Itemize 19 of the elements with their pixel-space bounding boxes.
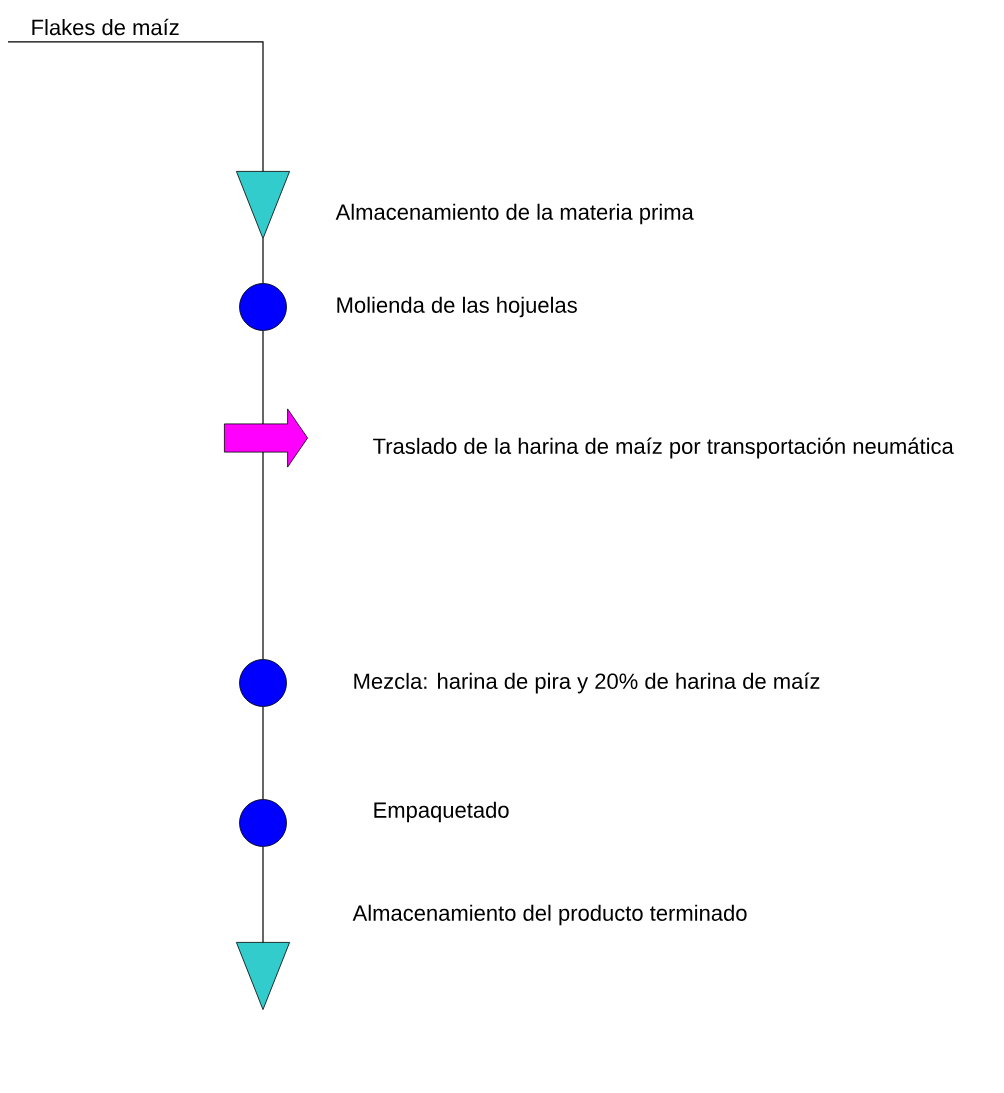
step-label: Molienda de las hojuelas [337, 296, 577, 318]
flow-line [262, 706, 264, 800]
step-label: Almacenamiento de la materia prima [335, 203, 694, 225]
flow-line [262, 330, 264, 425]
operation-circle [239, 659, 287, 707]
flow-line [262, 451, 264, 660]
operation-circle [239, 283, 287, 331]
transport-arrow [224, 408, 308, 468]
storage-triangle [236, 171, 290, 239]
step-label: Traslado de la harina de maíz por transportación neumática [373, 437, 954, 459]
flow-line [7, 41, 264, 172]
storage-triangle [236, 942, 290, 1010]
flow-line [262, 238, 264, 284]
start-label: Flakes de maíz [32, 18, 179, 36]
operation-circle [239, 799, 287, 847]
step-label: Empaquetado [374, 801, 509, 823]
step-label: Almacenamiento del producto terminado [352, 904, 747, 926]
flow-line [262, 846, 264, 943]
step-label: Mezcla: harina de pira y 20% de harina de maíz [354, 672, 820, 694]
